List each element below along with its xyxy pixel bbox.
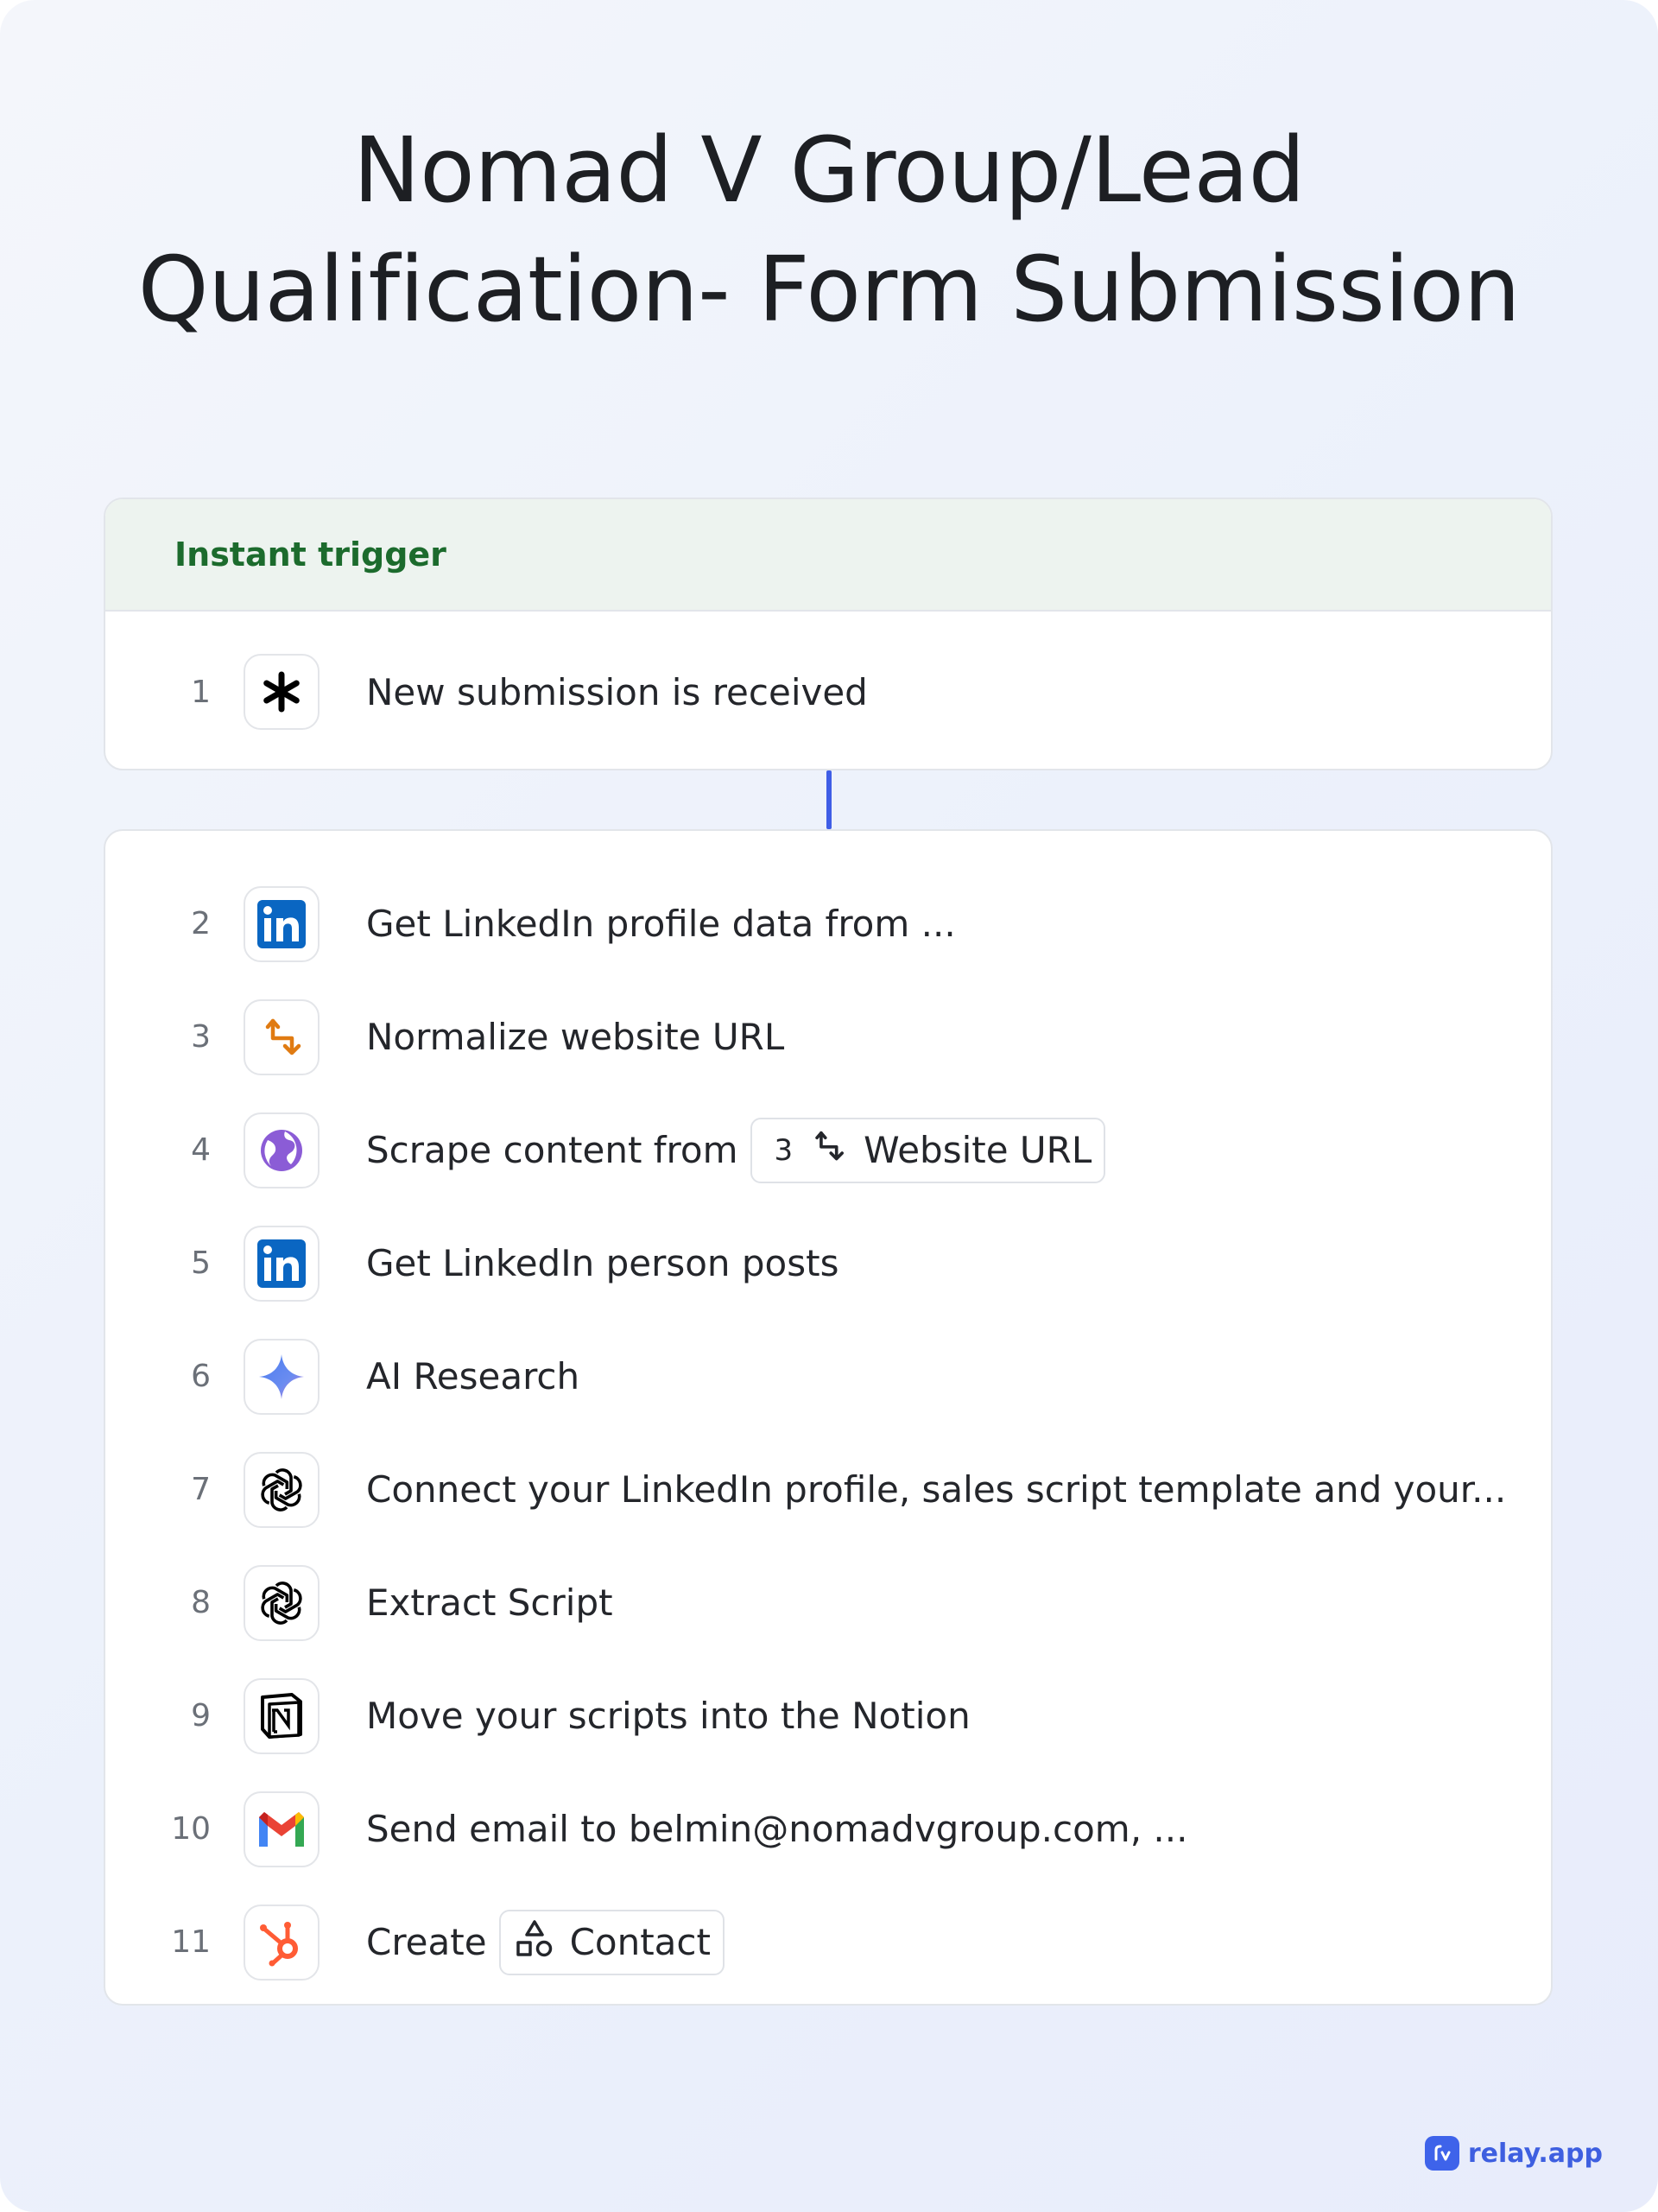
step-row-3[interactable]: 3 Normalize website URL bbox=[105, 980, 1551, 1093]
step-row-6[interactable]: 6 AI Research bbox=[105, 1320, 1551, 1433]
ai-sparkle-icon bbox=[244, 1338, 320, 1415]
step-number: 7 bbox=[191, 1472, 211, 1507]
step-row-1[interactable]: 1 New submission is received bbox=[105, 612, 1551, 769]
step-text-label: Create bbox=[366, 1921, 487, 1963]
transform-arrows-icon bbox=[810, 1128, 846, 1173]
step-text-label: Scrape content from bbox=[366, 1129, 738, 1171]
shapes-icon bbox=[515, 1918, 554, 1967]
step-row-8[interactable]: 8 Extract Script bbox=[105, 1546, 1551, 1659]
brand-text: relay.app bbox=[1467, 2138, 1603, 2169]
trigger-card: Instant trigger 1 New submission is rece… bbox=[104, 498, 1553, 770]
step-number: 11 bbox=[171, 1924, 211, 1960]
flow-connector bbox=[826, 770, 832, 829]
step-row-5[interactable]: 5 Get LinkedIn person posts bbox=[105, 1207, 1551, 1320]
page-title-line-2: Qualification- Form Submission bbox=[137, 237, 1521, 342]
brand-badge[interactable]: relay.app bbox=[1424, 2136, 1603, 2171]
page-title-line-1: Nomad V Group/Lead bbox=[352, 117, 1306, 223]
step-number: 5 bbox=[191, 1245, 211, 1281]
step-row-4[interactable]: 4 Scrape content from 3 bbox=[105, 1093, 1551, 1207]
step-text: Move your scripts into the Notion bbox=[366, 1695, 971, 1737]
trigger-header-label: Instant trigger bbox=[174, 536, 446, 574]
trigger-card-header: Instant trigger bbox=[105, 499, 1551, 612]
notion-icon bbox=[244, 1677, 320, 1754]
step-row-7[interactable]: 7 Connect your LinkedIn profile, sales s… bbox=[105, 1433, 1551, 1546]
variable-chip[interactable]: 3 Website URL bbox=[750, 1117, 1106, 1183]
openai-icon bbox=[244, 1451, 320, 1528]
step-text: Create Contact bbox=[366, 1909, 725, 1975]
step-number: 3 bbox=[191, 1019, 211, 1055]
step-text: New submission is received bbox=[366, 670, 868, 713]
chip-step-number: 3 bbox=[774, 1132, 794, 1168]
chip-label: Website URL bbox=[864, 1129, 1092, 1171]
page-title: Nomad V Group/Lead Qualification- Form S… bbox=[0, 111, 1658, 349]
hubspot-icon bbox=[244, 1904, 320, 1981]
gmail-icon bbox=[244, 1791, 320, 1867]
step-row-2[interactable]: 2 Get LinkedIn profile data from ... bbox=[105, 867, 1551, 980]
step-text: AI Research bbox=[366, 1355, 580, 1398]
step-number: 10 bbox=[171, 1811, 211, 1847]
step-text: Extract Script bbox=[366, 1581, 613, 1624]
object-chip[interactable]: Contact bbox=[498, 1909, 725, 1975]
step-row-11[interactable]: 11 Create bbox=[105, 1886, 1551, 1999]
step-text: Get LinkedIn person posts bbox=[366, 1242, 839, 1284]
step-text: Send email to belmin@nomadvgroup.com, ..… bbox=[366, 1808, 1188, 1850]
steps-card: 2 Get LinkedIn profile data from ... 3 bbox=[104, 829, 1553, 2006]
step-text: Normalize website URL bbox=[366, 1016, 785, 1058]
asterisk-icon bbox=[244, 654, 320, 730]
transform-arrows-icon bbox=[244, 998, 320, 1075]
openai-icon bbox=[244, 1564, 320, 1641]
step-number: 9 bbox=[191, 1698, 211, 1733]
step-row-9[interactable]: 9 Move your scripts into the Notion bbox=[105, 1659, 1551, 1772]
step-number: 1 bbox=[191, 674, 211, 710]
linkedin-icon bbox=[244, 885, 320, 962]
linkedin-icon bbox=[244, 1225, 320, 1302]
chip-label: Contact bbox=[569, 1921, 711, 1963]
step-text: Get LinkedIn profile data from ... bbox=[366, 903, 956, 945]
relay-logo-icon bbox=[1424, 2136, 1459, 2171]
step-text: Scrape content from 3 Website URL bbox=[366, 1117, 1106, 1183]
step-row-10[interactable]: 10 Send email to belmin@nomadvgroup.com,… bbox=[105, 1772, 1551, 1886]
step-number: 8 bbox=[191, 1585, 211, 1620]
step-text: Connect your LinkedIn profile, sales scr… bbox=[366, 1468, 1507, 1511]
step-number: 6 bbox=[191, 1359, 211, 1394]
step-number: 2 bbox=[191, 906, 211, 941]
globe-icon bbox=[244, 1112, 320, 1188]
step-number: 4 bbox=[191, 1132, 211, 1168]
